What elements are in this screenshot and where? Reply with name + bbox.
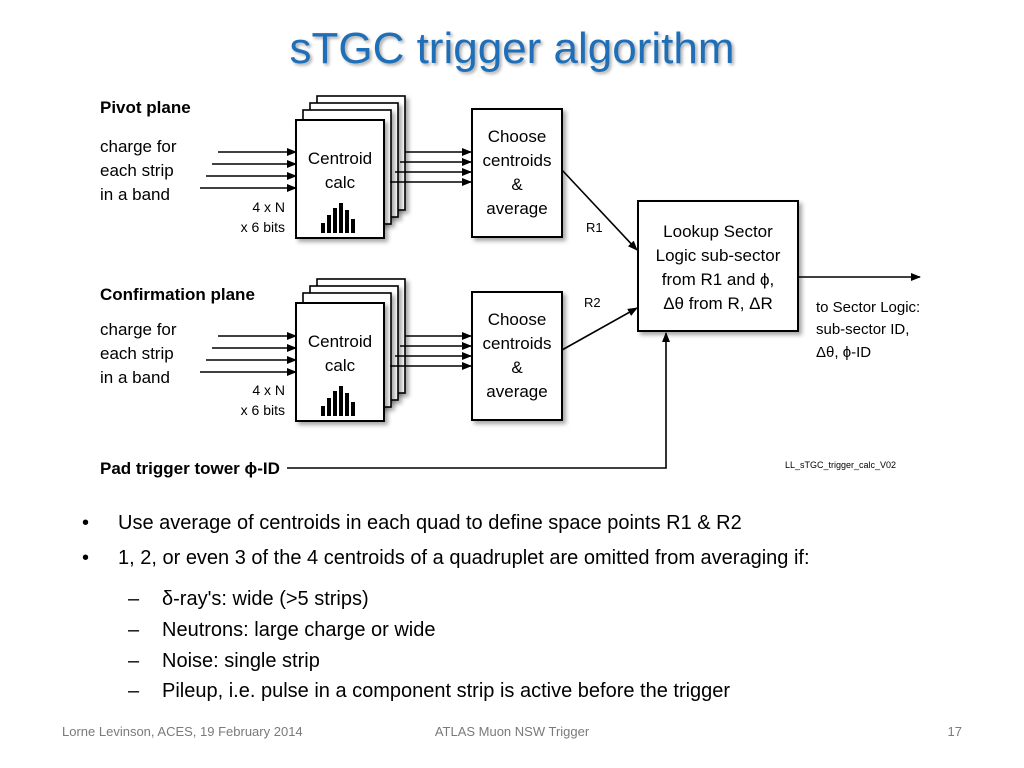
confirmation-charge-line-2: each strip xyxy=(100,344,174,363)
r2-label: R2 xyxy=(584,295,601,310)
subbullet-marker: – xyxy=(128,680,140,702)
confirmation-mid-arrows xyxy=(390,332,472,370)
confirmation-charge-line-3: in a band xyxy=(100,368,170,387)
pivot-choose-box xyxy=(471,108,563,238)
subbullet-marker: – xyxy=(128,650,140,672)
confirmation-choose-line-2: centroids xyxy=(483,334,552,353)
pivot-charge-line-3: in a band xyxy=(100,185,170,204)
confirmation-centroid-label-2: calc xyxy=(325,356,356,375)
subbullet-text: Noise: single strip xyxy=(162,650,320,672)
lookup-line-3: from R1 and ϕ, xyxy=(662,270,775,289)
pivot-bits-line-2: x 6 bits xyxy=(241,219,285,235)
pivot-centroid-label-2: calc xyxy=(325,173,356,192)
subbullet-text: δ-ray's: wide (>5 strips) xyxy=(162,588,369,610)
pivot-input-arrows xyxy=(200,148,297,192)
pivot-charge-line-2: each strip xyxy=(100,161,174,180)
r1-arrow xyxy=(561,169,638,251)
pivot-bits-line-1: 4 x N xyxy=(252,199,285,215)
confirmation-choose-box xyxy=(471,291,563,421)
r1-label: R1 xyxy=(586,220,603,235)
pivot-centroid-label-1: Centroid xyxy=(308,149,372,168)
lookup-line-1: Lookup Sector xyxy=(663,222,773,241)
output-line-3: Δθ, ϕ-ID xyxy=(816,344,871,361)
confirmation-histogram-icon xyxy=(321,386,355,416)
footer-title: ATLAS Muon NSW Trigger xyxy=(434,724,590,739)
lookup-line-2: Logic sub-sector xyxy=(656,246,781,265)
algorithm-diagram: Pivot plane charge for each strip in a b… xyxy=(100,95,921,478)
confirmation-bits-line-1: 4 x N xyxy=(252,382,285,398)
pivot-choose-line-1: Choose xyxy=(488,127,547,146)
pivot-histogram-icon xyxy=(321,203,355,233)
confirmation-choose-line-3: & xyxy=(511,358,523,377)
confirmation-choose-line-1: Choose xyxy=(488,310,547,329)
confirmation-charge-line-1: charge for xyxy=(100,320,177,339)
lookup-box xyxy=(637,200,799,332)
bullet-marker: • xyxy=(82,547,90,569)
pivot-choose-line-3: & xyxy=(511,175,523,194)
pivot-choose-line-2: centroids xyxy=(483,151,552,170)
bullet-marker: • xyxy=(82,512,90,534)
pivot-choose-line-4: average xyxy=(486,199,547,218)
confirmation-centroid-label-1: Centroid xyxy=(308,332,372,351)
pad-trigger-line xyxy=(287,332,670,469)
subbullet-text: Pileup, i.e. pulse in a component strip … xyxy=(162,680,731,702)
confirmation-input-arrows xyxy=(200,332,297,376)
bullet-text: 1, 2, or even 3 of the 4 centroids of a … xyxy=(118,547,810,569)
confirmation-centroid-stack xyxy=(295,278,406,422)
subbullet-text: Neutrons: large charge or wide xyxy=(162,619,436,641)
figure-id: LL_sTGC_trigger_calc_V02 xyxy=(785,460,896,470)
slide-title: sTGC trigger algorithm xyxy=(289,24,735,73)
bullet-text: Use average of centroids in each quad to… xyxy=(118,512,742,534)
subbullet-marker: – xyxy=(128,588,140,610)
confirmation-bits-line-2: x 6 bits xyxy=(241,402,285,418)
confirmation-plane-label: Confirmation plane xyxy=(100,285,255,304)
page-number: 17 xyxy=(947,724,962,739)
output-line-2: sub-sector ID, xyxy=(816,321,909,338)
pad-trigger-label: Pad trigger tower ϕ-ID xyxy=(100,459,280,478)
r2-arrow xyxy=(561,307,638,351)
footer-author: Lorne Levinson, ACES, 19 February 2014 xyxy=(62,724,303,739)
confirmation-choose-line-4: average xyxy=(486,382,547,401)
pivot-charge-line-1: charge for xyxy=(100,137,177,156)
subbullet-marker: – xyxy=(128,619,140,641)
pivot-mid-arrows xyxy=(390,148,472,186)
output-line-1: to Sector Logic: xyxy=(816,299,920,316)
pivot-plane-label: Pivot plane xyxy=(100,98,191,117)
lookup-line-4: Δθ from R, ΔR xyxy=(663,294,773,313)
